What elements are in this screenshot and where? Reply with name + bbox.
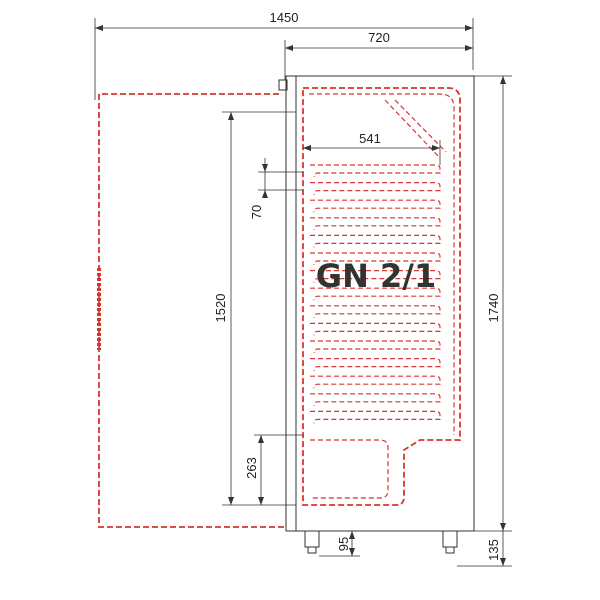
total-height-label: 1740 [486,294,501,323]
cabinet-body [278,75,475,532]
shelf-rail [310,164,441,178]
door-swing-outline [97,93,286,528]
shelf-rail [310,199,441,213]
interior-height-label: 1520 [213,294,228,323]
dimension-interior-height: 1520 [213,111,296,506]
dimension-total-height: 1740 [474,75,512,532]
dimension-shelf-depth: 541 [303,131,441,165]
cabinet-depth-label: 720 [368,30,390,45]
overall-depth-label: 1450 [270,10,299,25]
dimension-bottom-clearance: 263 [244,434,303,505]
feet [304,530,458,554]
shelf-rail [310,305,441,318]
dimension-foot-total: 135 [457,531,512,567]
gastronorm-size-label: GN 2/1 [316,257,436,295]
shelf-rail [310,358,441,371]
rail-pitch-label: 70 [249,205,264,219]
dimension-overall-depth: 1450 [94,10,474,100]
shelf-rail [310,340,441,354]
shelf-rail [310,375,441,389]
shelf-rail [310,182,441,195]
shelf-depth-label: 541 [359,131,381,146]
dimension-foot-front: 95 [319,531,360,557]
dimension-rail-pitch: 70 [249,158,303,219]
foot-front-label: 95 [336,537,351,551]
shelf-rail [310,234,441,248]
shelf-rail [310,217,441,230]
foot-total-label: 135 [486,539,501,561]
dimension-cabinet-depth: 720 [284,30,473,80]
shelf-rail [310,393,441,406]
shelf-rail [310,322,441,336]
shelf-rail [310,410,441,424]
bottom-clearance-label: 263 [244,457,259,479]
